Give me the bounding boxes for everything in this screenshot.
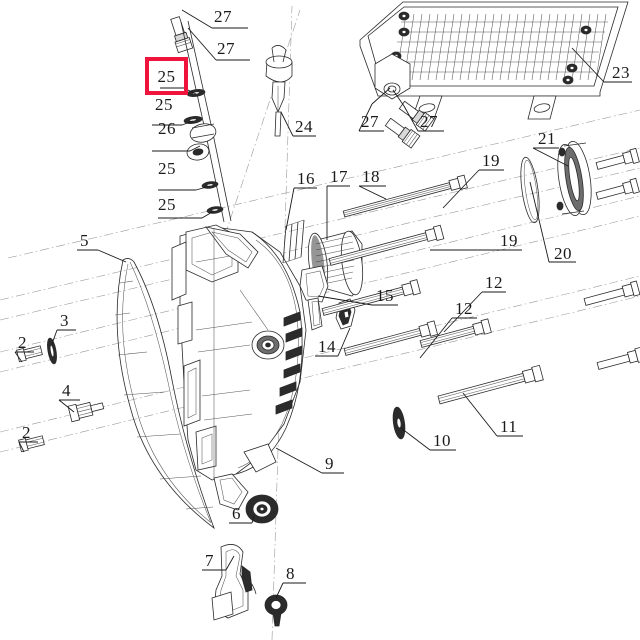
- callout-label[interactable]: 24: [295, 117, 313, 136]
- callout-label[interactable]: 19: [482, 151, 500, 170]
- stud-bolt-part: [342, 174, 468, 218]
- callout-label[interactable]: 27: [214, 7, 232, 26]
- callout-label[interactable]: 20: [554, 244, 572, 263]
- callout-label[interactable]: 2: [18, 333, 27, 352]
- lock-nut-part: [264, 594, 288, 627]
- oil-seal-part: [245, 494, 279, 524]
- callout-label[interactable]: 19: [500, 231, 518, 250]
- banjo-bolt-parts: [170, 16, 435, 149]
- callout-label[interactable]: 2: [22, 423, 31, 442]
- callout-label[interactable]: 23: [612, 63, 630, 82]
- callout-label[interactable]: 7: [205, 551, 214, 570]
- cover-gasket-part: [114, 258, 215, 530]
- callout-label[interactable]: 26: [158, 119, 176, 138]
- medium-bolt-parts: [343, 280, 640, 370]
- oil-pipe-part: [180, 20, 232, 223]
- callout-label[interactable]: 16: [297, 169, 315, 188]
- callout-label-selected[interactable]: 25: [145, 57, 188, 95]
- large-o-ring-part: [520, 156, 540, 224]
- pipe-o-rings: [183, 89, 224, 214]
- callout-label[interactable]: 12: [485, 273, 503, 292]
- long-bolt-part: [392, 364, 544, 440]
- oil-filter-part: [307, 230, 364, 297]
- callout-label[interactable]: 11: [500, 417, 518, 436]
- callout-label[interactable]: 17: [330, 167, 348, 186]
- callout-label[interactable]: 5: [80, 231, 89, 250]
- callout-label[interactable]: 8: [286, 564, 295, 583]
- callout-label[interactable]: 14: [318, 337, 336, 356]
- callout-label[interactable]: 3: [60, 311, 69, 330]
- dipstick-part: [265, 45, 293, 137]
- crankcase-cover-part: [171, 224, 307, 511]
- callout-label[interactable]: 27: [420, 112, 438, 131]
- callout-label[interactable]: 9: [325, 454, 334, 473]
- callout-label[interactable]: 25: [158, 195, 176, 214]
- callout-label[interactable]: 27: [361, 112, 379, 131]
- callout-label[interactable]: 4: [62, 381, 71, 400]
- callout-label[interactable]: 10: [433, 431, 451, 450]
- callout-label[interactable]: 25: [155, 95, 173, 114]
- callout-label[interactable]: 27: [217, 39, 235, 58]
- filter-spring-part: [282, 219, 305, 264]
- short-bolt-parts: [321, 147, 640, 316]
- leader-lines: [14, 9, 632, 599]
- callout-label[interactable]: 6: [232, 504, 241, 523]
- kick-lever-part: [211, 544, 257, 621]
- callout-label[interactable]: 12: [455, 299, 473, 318]
- callout-label[interactable]: 18: [362, 167, 380, 186]
- inspection-cover-part: [556, 141, 592, 216]
- callout-label[interactable]: 21: [538, 129, 556, 148]
- oil-cooler-part: [359, 1, 629, 120]
- callout-label[interactable]: 15: [376, 286, 394, 305]
- callout-label[interactable]: 25: [158, 159, 176, 178]
- chain-guide-part: [299, 265, 329, 331]
